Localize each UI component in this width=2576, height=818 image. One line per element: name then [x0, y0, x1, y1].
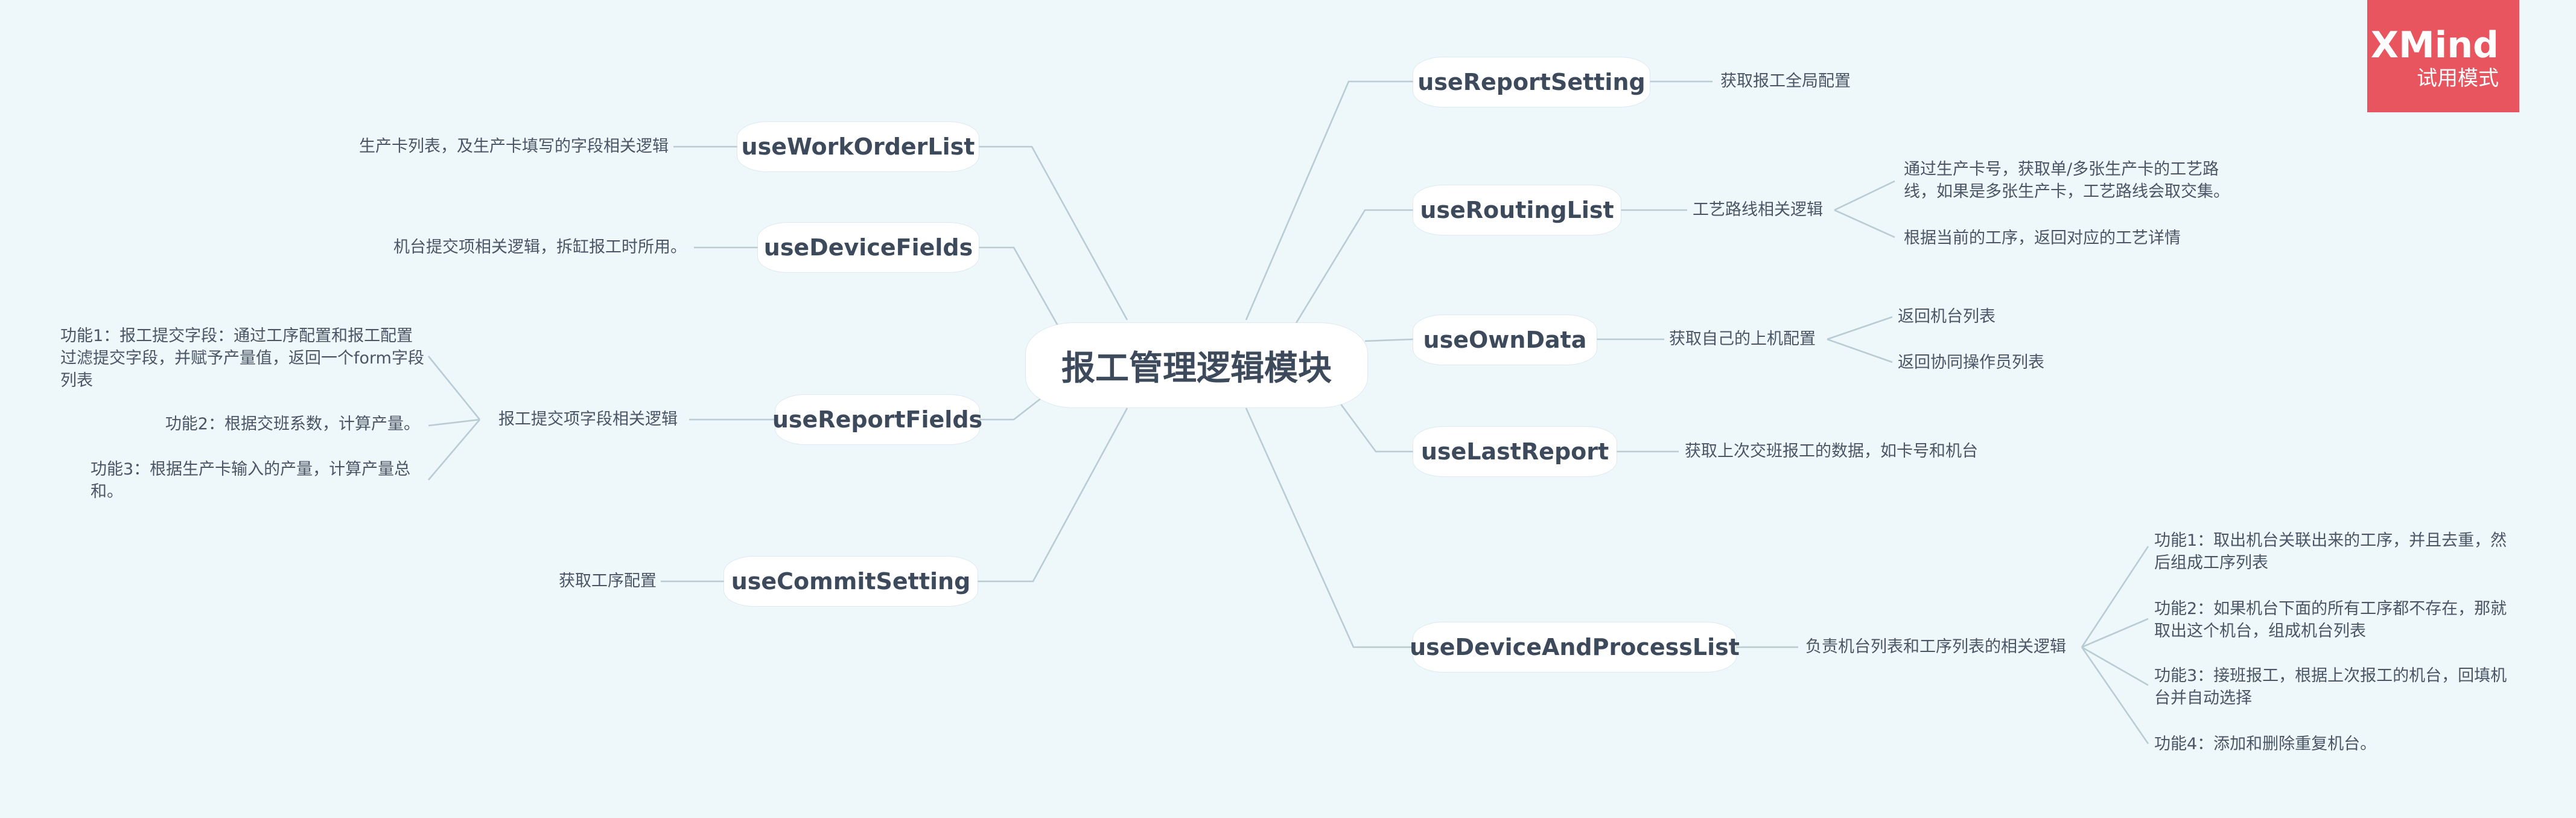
branch-node-useRoutingList[interactable]: useRoutingList: [1413, 185, 1621, 235]
note-useDeviceFields[interactable]: 机台提交项相关逻辑，拆缸报工时所用。: [393, 238, 687, 257]
xmind-trial-badge[interactable]: XMind 试用模式: [2367, 0, 2519, 112]
branch-node-useOwnData[interactable]: useOwnData: [1413, 315, 1597, 365]
note-owndata-2[interactable]: 返回协同操作员列表: [1898, 353, 2044, 372]
connector-central-useCommitSetting: [978, 407, 1128, 583]
note-useCommitSetting[interactable]: 获取工序配置: [559, 572, 657, 590]
note-routing-2[interactable]: 根据当前的工序，返回对应的工艺详情: [1904, 229, 2181, 248]
connector-owndata-note-2: [1827, 338, 1893, 363]
branch-node-useReportFields[interactable]: useReportFields: [772, 395, 982, 444]
branch-node-useWorkOrderList[interactable]: useWorkOrderList: [737, 122, 979, 171]
note-useWorkOrderList[interactable]: 生产卡列表，及生产卡填写的字段相关逻辑: [359, 137, 669, 156]
note-reportfields-1[interactable]: 功能1：报工提交字段：通过工序配置和报工配置过滤提交字段，并赋予产量值，返回一个…: [60, 327, 424, 390]
note-devproc-1[interactable]: 功能1：取出机台关联出来的工序，并且去重，然后组成工序列表: [2154, 531, 2507, 572]
connector-devproc-note-4: [2081, 647, 2149, 744]
connector-devproc-note-2: [2081, 618, 2149, 648]
connector-reportfields-note-1: [427, 356, 481, 420]
summary-useDeviceAndProcessList[interactable]: 负责机台列表和工序列表的相关逻辑: [1805, 637, 2066, 656]
note-devproc-4[interactable]: 功能4：添加和删除重复机台。: [2154, 735, 2377, 753]
note-owndata-1[interactable]: 返回机台列表: [1898, 307, 1996, 326]
summary-useReportSetting[interactable]: 获取报工全局配置: [1720, 72, 1851, 91]
summary-useLastReport[interactable]: 获取上次交班报工的数据，如卡号和机台: [1685, 442, 1978, 461]
xmind-logo-text: XMind: [2370, 24, 2499, 66]
branch-node-useLastReport[interactable]: useLastReport: [1413, 427, 1617, 476]
branch-node-useCommitSetting[interactable]: useCommitSetting: [724, 557, 978, 606]
branch-node-useReportSetting[interactable]: useReportSetting: [1413, 57, 1650, 107]
summary-useReportFields[interactable]: 报工提交项字段相关逻辑: [498, 410, 678, 429]
connector-central-useRoutingList: [1293, 209, 1413, 327]
connector-central-useLastReport: [1335, 398, 1413, 453]
connector-reportfields-note-3: [428, 419, 480, 481]
branch-node-useDeviceFields[interactable]: useDeviceFields: [758, 223, 979, 272]
note-devproc-2[interactable]: 功能2：如果机台下面的所有工序都不存在，那就取出这个机台，组成机台列表: [2154, 599, 2507, 641]
connector-central-useWorkOrderList: [978, 145, 1128, 321]
central-topic[interactable]: 报工管理逻辑模块: [1026, 323, 1367, 407]
connector-central-useReportSetting: [1245, 80, 1413, 321]
note-devproc-3[interactable]: 功能3：接班报工，根据上次报工的机台，回填机台并自动选择: [2154, 666, 2507, 708]
connector-routing-note-1: [1834, 180, 1895, 211]
note-reportfields-2[interactable]: 功能2：根据交班系数，计算产量。: [165, 415, 420, 433]
connector-devproc-note-3: [2081, 646, 2149, 686]
connector-central-useReportFields: [979, 397, 1042, 421]
trial-mode-label: 试用模式: [2417, 66, 2499, 91]
connector-reportfields-note-2: [428, 418, 480, 427]
note-routing-1[interactable]: 通过生产卡号，获取单/多张生产卡的工艺路线，如果是多张生产卡，工艺路线会取交集。: [1904, 160, 2230, 201]
summary-useRoutingList[interactable]: 工艺路线相关逻辑: [1693, 200, 1823, 219]
connector-devproc-note-1: [2081, 546, 2149, 648]
summary-useOwnData[interactable]: 获取自己的上机配置: [1669, 330, 1816, 348]
connector-routing-note-2: [1834, 209, 1895, 238]
connector-central-useDeviceAndProcessList: [1245, 407, 1413, 648]
branch-node-useDeviceAndProcessList[interactable]: useDeviceAndProcessList: [1410, 622, 1740, 672]
connector-owndata-note-1: [1827, 316, 1893, 340]
note-reportfields-3[interactable]: 功能3：根据生产卡输入的产量，计算产量总和。: [91, 460, 411, 501]
connector-central-useDeviceFields: [978, 246, 1062, 331]
connector-central-useOwnData: [1364, 338, 1414, 342]
